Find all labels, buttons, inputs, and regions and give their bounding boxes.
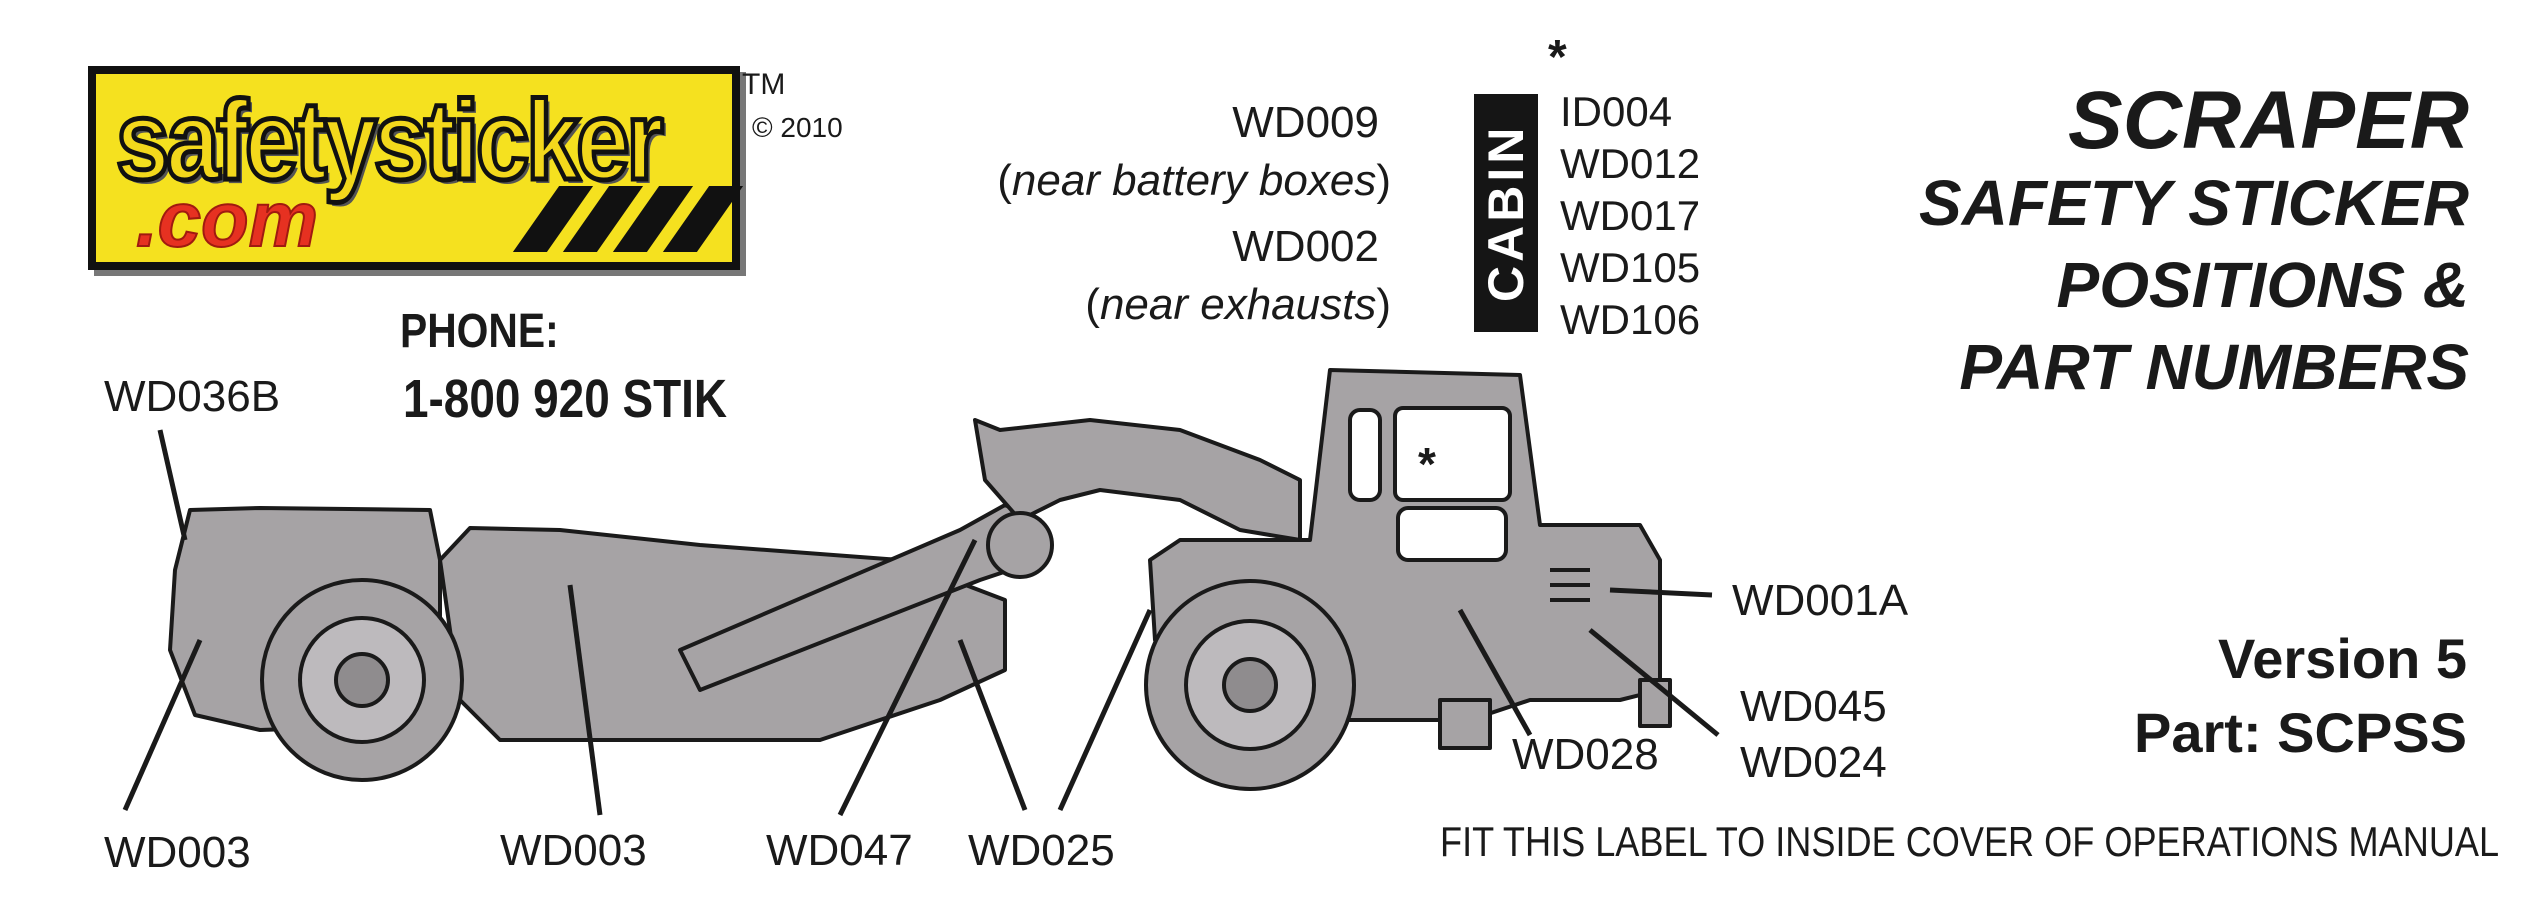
cabin-part: WD017 [1560,192,1701,239]
phone-number: 1-800 920 STIK [403,369,728,429]
callout-wd025: WD025 [968,826,1115,875]
cabin-part: WD012 [1560,140,1701,187]
callout-wd002: WD002 [1232,222,1379,271]
cabin-part: WD105 [1560,244,1701,291]
cab-window [1393,406,1512,502]
logo-domain: .com [135,174,319,264]
cab-side-window [1348,408,1382,502]
logo-wordmark: safetysticker [114,76,666,206]
brand-logo: safetysticker .com [88,66,744,270]
subtitle-line-1: SAFETY STICKER [1919,167,2469,239]
note-text: near battery boxes [1011,156,1377,205]
subtitle-line-3: PART NUMBERS [1959,331,2469,403]
cabin-part: WD106 [1560,296,1701,343]
cab-lower-window [1396,506,1508,562]
callout-wd009-note: (near battery boxes) [997,156,1391,205]
callout-wd036b: WD036B [104,372,281,421]
callout-wd028: WD028 [1512,730,1659,779]
svg-text:*: * [1418,438,1436,490]
front-bumper [1638,678,1672,728]
copyright-notice: © 2010 [752,112,843,143]
part-number-label: Part: SCPSS [2134,701,2467,764]
callout-wd024: WD024 [1740,738,1887,787]
note-text: near exhausts [1099,280,1377,329]
trademark-mark: TM [742,68,786,101]
callout-wd002-note: (near exhausts) [1085,280,1391,329]
version-label: Version 5 [2217,627,2467,690]
cabin-part: ID004 [1560,88,1673,135]
callout-wd047: WD047 [766,826,913,875]
callout-wd003-left: WD003 [104,828,251,877]
cabin-part-list: ID004 WD012 WD017 WD105 WD106 [1560,86,1700,346]
footer-instruction: FIT THIS LABEL TO INSIDE COVER OF OPERAT… [1440,818,2500,865]
callout-wd001a: WD001A [1732,576,1909,625]
callout-wd045: WD045 [1740,682,1887,731]
cabin-box [1474,94,1538,332]
callout-wd003-mid: WD003 [500,826,647,875]
step [1438,698,1492,750]
page-title: SCRAPER [2068,75,2469,166]
cabin-asterisk: * [1548,31,1567,84]
subtitle-line-2: POSITIONS & [2056,249,2470,321]
callout-wd009: WD009 [1232,98,1379,147]
hitch [986,511,1054,579]
phone-label: PHONE: [400,305,559,358]
